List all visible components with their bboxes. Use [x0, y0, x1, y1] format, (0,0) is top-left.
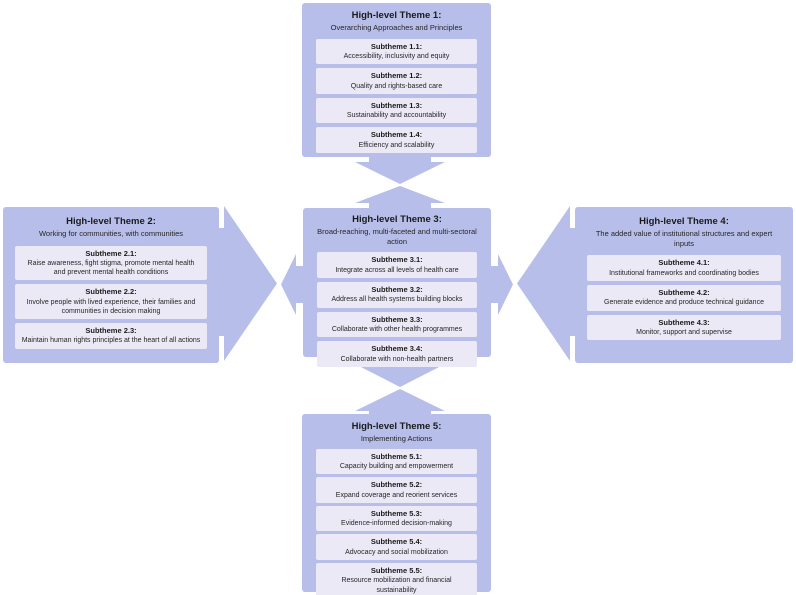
subtheme-2-3-text: Maintain human rights principles at the … [21, 337, 201, 345]
subtheme-3-4: Subtheme 3.4: Collaborate with non-healt… [317, 341, 477, 367]
subtheme-4-2-text: Generate evidence and produce technical … [604, 299, 764, 307]
arrow-theme4-left-head [517, 206, 570, 361]
subtheme-1-4: Subtheme 1.4: Efficiency and scalability [316, 127, 477, 153]
subtheme-5-5-label: Subtheme 5.5: [370, 565, 423, 575]
subtheme-5-4-label: Subtheme 5.4: [370, 537, 423, 547]
subtheme-1-3: Subtheme 1.3: Sustainability and account… [316, 97, 477, 124]
subtheme-1-1-text: Accessibility, inclusivity and equity [343, 53, 450, 61]
subtheme-3-4-label: Subtheme 3.4: [371, 344, 423, 354]
subtheme-5-5-text: Resource mobilization and financial sust… [341, 577, 452, 594]
subtheme-1-4-text: Efficiency and scalability [358, 141, 435, 149]
subtheme-2-3: Subtheme 2.3: Maintain human rights prin… [15, 322, 207, 349]
subtheme-4-2-label: Subtheme 4.2: [658, 287, 710, 297]
subtheme-2-1: Subtheme 2.1: Raise awareness, fight sti… [15, 245, 207, 281]
theme-3-subtheme-list: Subtheme 3.1: Integrate across all level… [317, 252, 477, 367]
theme-5-subtheme-list: Subtheme 5.1: Capacity building and empo… [316, 448, 477, 595]
arrow-theme3-left-stem [295, 266, 304, 303]
arrow-theme3-right-head [498, 254, 513, 315]
subtheme-3-2: Subtheme 3.2: Address all health systems… [317, 281, 477, 308]
subtheme-2-3-label: Subtheme 2.3: [85, 325, 137, 335]
theme-4-subtitle: The added value of institutional structu… [595, 228, 773, 248]
subtheme-3-4-text: Collaborate with non-health partners [340, 355, 454, 363]
arrow-theme1-down-stem [369, 155, 431, 163]
theme-3-header: High-level Theme 3: Broad-reaching, mult… [317, 214, 477, 246]
subtheme-3-2-label: Subtheme 3.2: [371, 284, 423, 294]
subtheme-3-3-label: Subtheme 3.3: [371, 314, 423, 324]
theme-3-title: High-level Theme 3: [352, 214, 442, 225]
subtheme-5-3-label: Subtheme 5.3: [370, 508, 423, 518]
subtheme-5-4: Subtheme 5.4: Advocacy and social mobili… [316, 534, 477, 560]
subtheme-1-2-text: Quality and rights-based care [350, 82, 443, 90]
subtheme-3-2-text: Address all health systems building bloc… [331, 296, 463, 304]
subtheme-4-3-label: Subtheme 4.3: [658, 317, 710, 327]
subtheme-1-3-label: Subtheme 1.3: [370, 100, 423, 110]
subtheme-4-3-text: Monitor, support and supervise [636, 329, 732, 336]
subtheme-3-3-text: Collaborate with other health programmes [331, 326, 463, 333]
arrow-theme3-up-stem [369, 201, 431, 209]
subtheme-5-4-text: Advocacy and social mobilization [345, 548, 448, 556]
theme-1-header: High-level Theme 1: Overarching Approach… [316, 10, 477, 33]
theme-4-subtheme-list: Subtheme 4.1: Institutional frameworks a… [587, 255, 781, 347]
theme-3-box: High-level Theme 3: Broad-reaching, mult… [303, 208, 491, 367]
arrow-theme3-left-head [281, 254, 296, 315]
subtheme-5-2-text: Expand coverage and reorient services [335, 491, 458, 499]
subtheme-4-3: Subtheme 4.3: Monitor, support and super… [587, 314, 781, 341]
theme-2-subtheme-list: Subtheme 2.1: Raise awareness, fight sti… [15, 245, 207, 351]
theme-4-header: High-level Theme 4: The added value of i… [587, 216, 781, 248]
subtheme-2-1-label: Subtheme 2.1: [85, 248, 137, 258]
subtheme-5-1: Subtheme 5.1: Capacity building and empo… [316, 448, 477, 475]
subtheme-5-3: Subtheme 5.3: Evidence-informed decision… [316, 505, 477, 532]
arrow-theme2-right-stem [217, 228, 225, 336]
subtheme-5-3-text: Evidence-informed decision-making [341, 520, 452, 528]
theme-5-subtitle: Implementing Actions [360, 433, 433, 443]
subtheme-4-1-text: Institutional frameworks and coordinatin… [609, 269, 759, 277]
theme-4-title: High-level Theme 4: [639, 216, 729, 227]
subtheme-1-1: Subtheme 1.1: Accessibility, inclusivity… [316, 38, 477, 65]
theme-5-header: High-level Theme 5: Implementing Actions [316, 421, 477, 444]
arrow-theme4-left-stem [569, 228, 577, 336]
arrow-theme3-down-head [355, 364, 445, 387]
subtheme-4-1: Subtheme 4.1: Institutional frameworks a… [587, 255, 781, 281]
subtheme-5-5: Subtheme 5.5: Resource mobilization and … [316, 562, 477, 595]
arrow-theme3-right-stem [490, 266, 499, 303]
subtheme-1-1-label: Subtheme 1.1: [370, 41, 423, 51]
theme-2-box: High-level Theme 2: Working for communit… [3, 207, 219, 363]
theme-2-subtitle: Working for communities, with communitie… [38, 228, 184, 238]
theme-5-box: High-level Theme 5: Implementing Actions… [302, 414, 491, 595]
subtheme-2-2-label: Subtheme 2.2: [85, 287, 137, 297]
subtheme-2-2: Subtheme 2.2: Involve people with lived … [15, 284, 207, 319]
arrow-theme5-up-stem [369, 409, 431, 415]
theme-2-header: High-level Theme 2: Working for communit… [15, 216, 207, 239]
arrow-theme5-up-head [355, 389, 445, 411]
subtheme-3-1-text: Integrate across all levels of health ca… [335, 266, 459, 274]
theme-1-subtheme-list: Subtheme 1.1: Accessibility, inclusivity… [316, 38, 477, 153]
subtheme-3-1-label: Subtheme 3.1: [371, 255, 423, 265]
subtheme-5-1-label: Subtheme 5.1: [370, 451, 423, 461]
subtheme-1-2-label: Subtheme 1.2: [370, 71, 423, 81]
subtheme-4-1-label: Subtheme 4.1: [658, 258, 710, 268]
subtheme-5-1-text: Capacity building and empowerment [339, 463, 454, 471]
subtheme-2-2-text: Involve people with lived experience, th… [26, 298, 196, 315]
arrow-theme1-down-head [355, 162, 445, 184]
theme-2-title: High-level Theme 2: [66, 216, 156, 227]
subtheme-4-2: Subtheme 4.2: Generate evidence and prod… [587, 284, 781, 311]
subtheme-2-1-text: Raise awareness, fight stigma, promote m… [27, 260, 195, 277]
arrow-theme2-right-head [224, 206, 277, 361]
subtheme-1-2: Subtheme 1.2: Quality and rights-based c… [316, 68, 477, 94]
theme-4-box: High-level Theme 4: The added value of i… [575, 207, 793, 363]
subtheme-5-2-label: Subtheme 5.2: [370, 480, 423, 490]
theme-3-subtitle: Broad-reaching, multi-faceted and multi-… [317, 226, 477, 246]
theme-1-subtitle: Overarching Approaches and Principles [330, 22, 463, 32]
theme-5-title: High-level Theme 5: [351, 421, 442, 432]
theme-1-box: High-level Theme 1: Overarching Approach… [302, 3, 491, 157]
subtheme-5-2: Subtheme 5.2: Expand coverage and reorie… [316, 477, 477, 503]
subtheme-1-3-text: Sustainability and accountability [346, 112, 447, 120]
subtheme-3-1: Subtheme 3.1: Integrate across all level… [317, 252, 477, 278]
subtheme-1-4-label: Subtheme 1.4: [370, 130, 423, 140]
subtheme-3-3: Subtheme 3.3: Collaborate with other hea… [317, 311, 477, 338]
theme-1-title: High-level Theme 1: [351, 10, 442, 21]
